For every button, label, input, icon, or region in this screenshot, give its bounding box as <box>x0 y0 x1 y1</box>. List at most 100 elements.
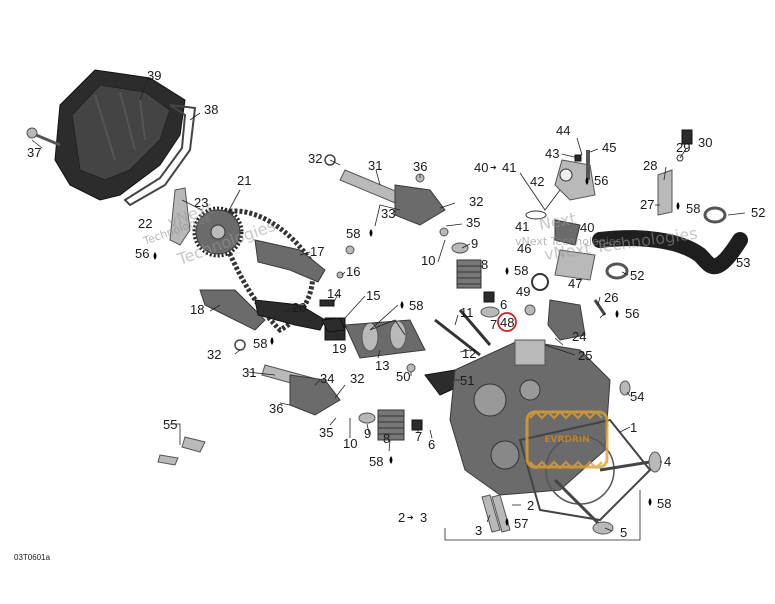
label-56c: 56 <box>135 246 149 261</box>
label-17: 17 <box>310 244 324 259</box>
label-24: 24 <box>572 329 586 344</box>
label-40: 40 <box>580 220 594 235</box>
label-38: 38 <box>204 102 218 117</box>
label-56b: 56 <box>625 306 639 321</box>
rocker-arm-upper <box>394 173 446 226</box>
cover-bolt <box>26 127 61 147</box>
valve-cover-gasket <box>123 104 197 207</box>
label-58e: 58 <box>253 336 267 351</box>
label-13: 13 <box>375 358 389 373</box>
label-32c: 32 <box>207 347 221 362</box>
label-14: 14 <box>327 286 341 301</box>
label-15: 15 <box>366 288 380 303</box>
label-42: 42 <box>530 174 544 189</box>
label-19: 19 <box>332 341 346 356</box>
temp-sensor <box>657 129 693 216</box>
valve-cover <box>54 69 186 201</box>
label-54: 54 <box>630 389 644 404</box>
label-52a: 52 <box>751 205 765 220</box>
label-20: 20 <box>292 300 306 315</box>
label-46: 46 <box>517 241 531 256</box>
label-52b: 52 <box>630 268 644 283</box>
label-arrow-a: ➔ <box>490 163 497 172</box>
label-9a: 9 <box>471 236 478 251</box>
label-31a: 31 <box>368 158 382 173</box>
label-43: 43 <box>545 146 559 161</box>
label-34: 34 <box>320 371 334 386</box>
label-32d: 32 <box>350 371 364 386</box>
coolant-hose <box>592 230 748 275</box>
water-outlet-46 <box>554 249 596 281</box>
label-7a: 7 <box>490 317 497 332</box>
label-53: 53 <box>736 255 750 270</box>
label-33: 33 <box>381 206 395 221</box>
label-10b: 10 <box>343 436 357 451</box>
label-36b: 36 <box>269 401 283 416</box>
label-32b: 32 <box>469 194 483 209</box>
diagram-id: 03T0601a <box>14 553 51 562</box>
label-18: 18 <box>190 302 204 317</box>
label-3-arrow: 3 <box>420 510 427 525</box>
rocker-arm-lower <box>289 374 341 416</box>
label-arrow-b: ➔ <box>407 513 414 522</box>
label-29: 29 <box>676 140 690 155</box>
label-27: 27 <box>640 197 654 212</box>
label-58g: 58 <box>657 496 671 511</box>
small-fasteners <box>319 245 355 333</box>
thermostat <box>525 210 581 246</box>
label-31b: 31 <box>242 365 256 380</box>
label-35a: 35 <box>466 215 480 230</box>
label-2: 2 <box>527 498 534 513</box>
label-11: 11 <box>460 305 474 320</box>
label-58b: 58 <box>514 263 528 278</box>
label-21: 21 <box>237 173 251 188</box>
label-23: 23 <box>194 195 208 210</box>
label-36a: 36 <box>413 159 427 174</box>
label-49: 49 <box>516 284 530 299</box>
camshaft <box>324 317 426 359</box>
cam-sprocket <box>192 206 244 258</box>
highlight-circle <box>497 312 517 332</box>
label-16: 16 <box>346 264 360 279</box>
label-47: 47 <box>568 276 582 291</box>
label-5: 5 <box>620 525 627 540</box>
label-6b: 6 <box>428 437 435 452</box>
label-28: 28 <box>643 158 657 173</box>
long-bolts <box>434 309 492 357</box>
label-26: 26 <box>604 290 618 305</box>
label-58f: 58 <box>369 454 383 469</box>
oil-drop-icons <box>153 177 680 526</box>
label-41-top: 41 <box>502 160 516 175</box>
thermostat-housing <box>554 150 596 201</box>
evrdrin-logo: EVRDRIN <box>525 410 609 470</box>
label-25: 25 <box>578 348 592 363</box>
label-58c: 58 <box>686 201 700 216</box>
label-8b: 8 <box>383 431 390 446</box>
label-30: 30 <box>698 135 712 150</box>
label-50: 50 <box>396 369 410 384</box>
label-45: 45 <box>602 140 616 155</box>
label-58a: 58 <box>346 226 360 241</box>
valve-guides <box>481 494 511 533</box>
valve-5 <box>553 478 614 535</box>
valve-4 <box>599 451 662 473</box>
leader-lines <box>31 77 746 541</box>
valve-spring-lower <box>358 409 423 441</box>
timing-chain <box>211 208 316 334</box>
label-39: 39 <box>147 68 161 83</box>
label-37: 37 <box>27 145 41 160</box>
valve-spring-upper <box>439 227 500 318</box>
label-7b: 7 <box>415 429 422 444</box>
plug-54 <box>619 380 631 396</box>
label-9b: 9 <box>364 426 371 441</box>
label-56a: 56 <box>594 173 608 188</box>
dowel-55 <box>157 436 206 466</box>
bracket-23 <box>169 187 191 246</box>
rocker-shaft-upper <box>324 154 406 206</box>
label-51: 51 <box>460 373 474 388</box>
logo-text: EVRDRIN <box>544 435 589 445</box>
label-8a: 8 <box>481 257 488 272</box>
label-12: 12 <box>462 346 476 361</box>
